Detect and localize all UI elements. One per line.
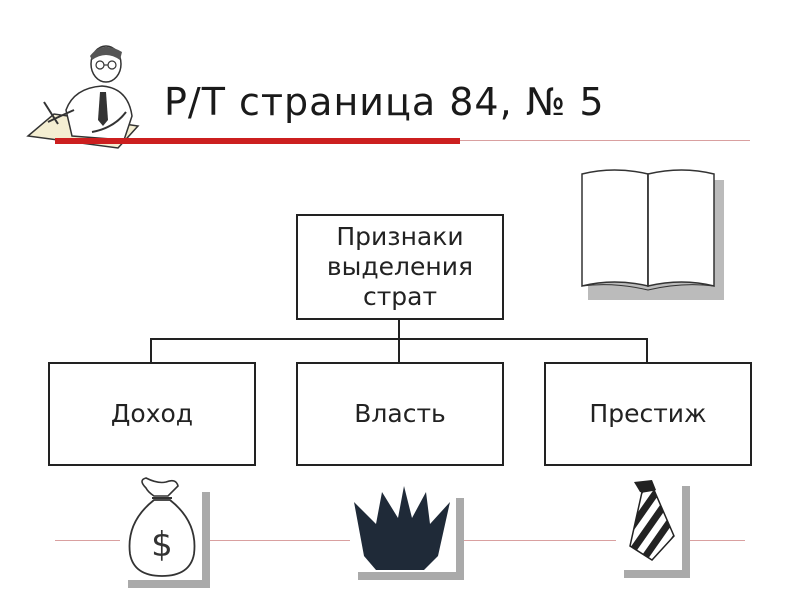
root-node-box: Признаки выделения страт <box>296 214 504 320</box>
striped-tie-icon <box>616 478 690 578</box>
page-title: Р/Т страница 84, № 5 <box>164 80 605 124</box>
child-node-label: Престиж <box>589 399 707 428</box>
child-node-prestige: Престиж <box>544 362 752 466</box>
child-node-label: Доход <box>110 399 194 428</box>
open-book-icon <box>581 169 724 300</box>
title-underline-thin <box>460 140 750 141</box>
money-bag-icon: $ <box>120 477 210 588</box>
child-node-income: Доход <box>48 362 256 466</box>
crown-icon <box>350 486 464 580</box>
scholar-writing-icon <box>26 45 140 149</box>
child-node-label: Власть <box>354 399 446 428</box>
connector-horizontal <box>150 338 648 340</box>
title-underline-accent <box>55 138 460 144</box>
connector-right-down <box>646 338 648 362</box>
child-node-power: Власть <box>296 362 504 466</box>
root-node-label: Признаки выделения страт <box>326 222 474 311</box>
dollar-sign: $ <box>151 525 173 565</box>
connector-left-down <box>150 338 152 362</box>
